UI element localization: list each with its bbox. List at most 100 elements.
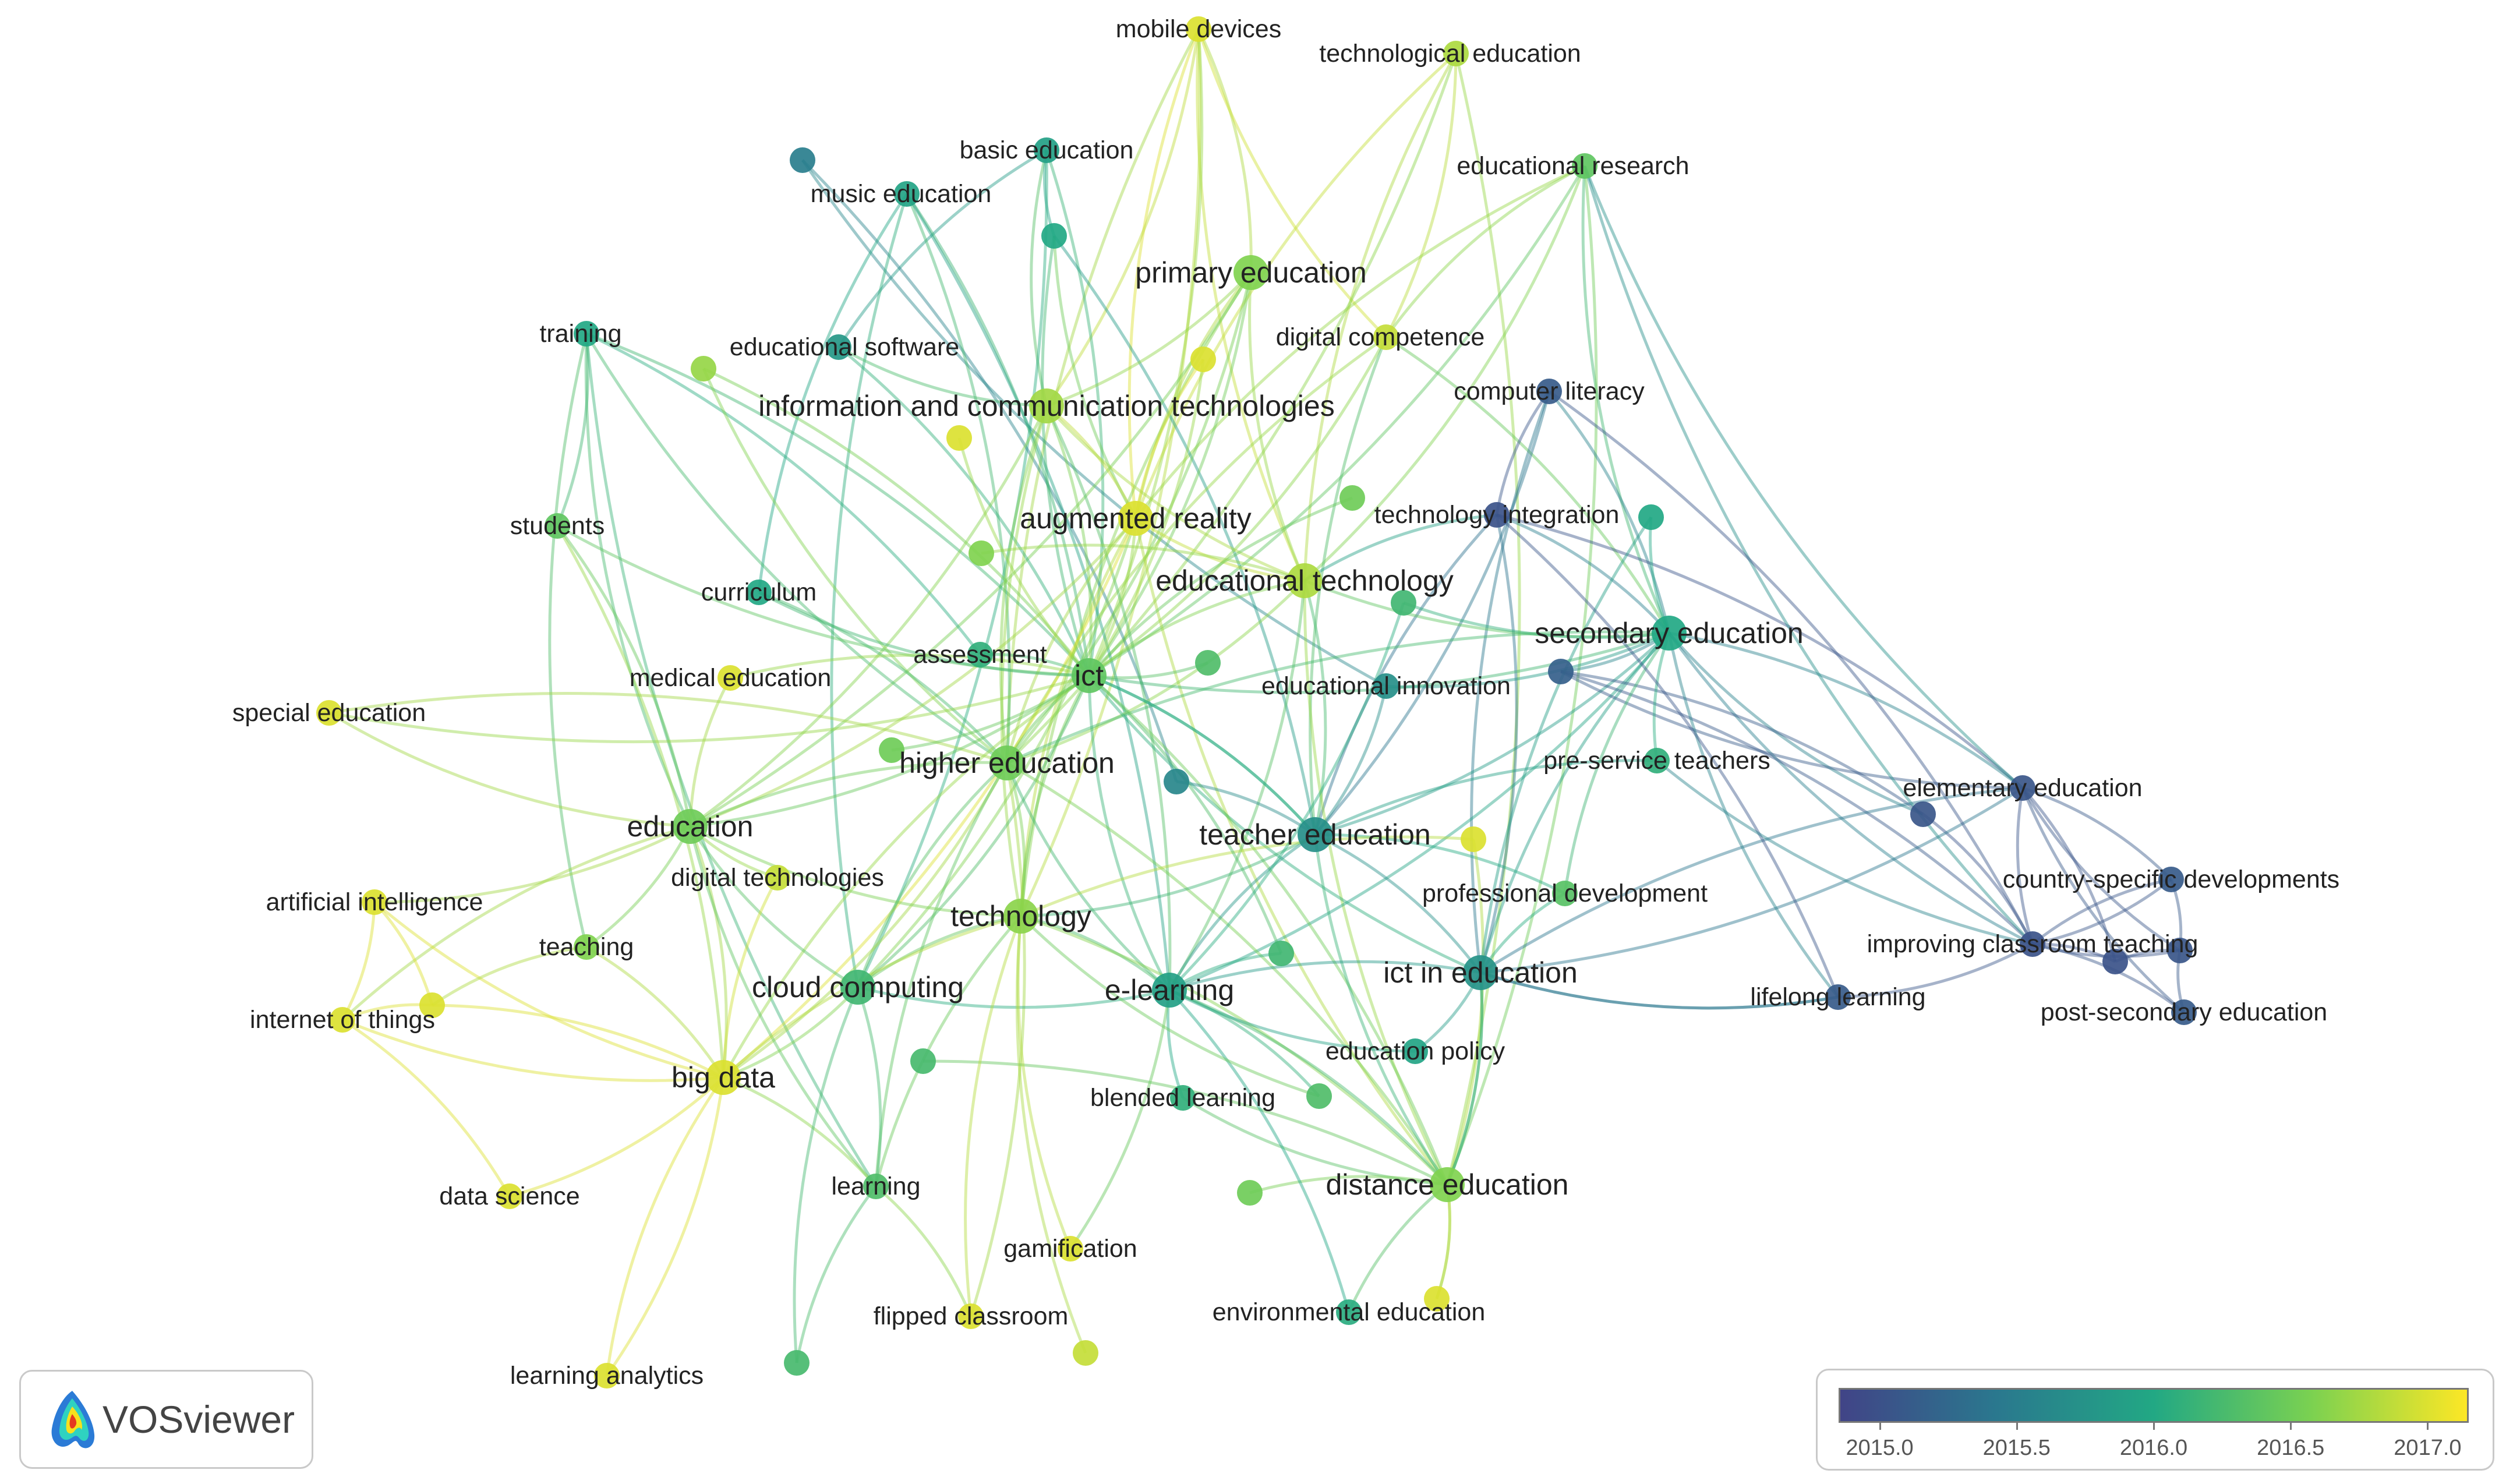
node-special-education[interactable] bbox=[316, 700, 342, 726]
node-primary-education[interactable] bbox=[1233, 255, 1268, 290]
node-unlabeled-6[interactable] bbox=[1041, 223, 1067, 249]
node-label-higher-education[interactable]: higher education bbox=[899, 747, 1115, 779]
node-blended-learning[interactable] bbox=[1170, 1085, 1196, 1111]
node-ict[interactable] bbox=[1072, 658, 1107, 693]
node-label-teacher-education[interactable]: teacher education bbox=[1199, 818, 1431, 851]
node-label-artificial-intelligence[interactable]: artificial intelligence bbox=[266, 888, 483, 916]
node-label-teaching[interactable]: teaching bbox=[539, 933, 634, 961]
node-unlabeled-63[interactable] bbox=[910, 1048, 936, 1074]
node-label-students[interactable]: students bbox=[510, 512, 605, 540]
node-unlabeled-24[interactable] bbox=[1391, 590, 1416, 616]
node-country-specific-developments[interactable] bbox=[2158, 867, 2184, 892]
node-unlabeled-49[interactable] bbox=[2102, 949, 2128, 974]
node-label-educational-research[interactable]: educational research bbox=[1457, 152, 1689, 180]
node-students[interactable] bbox=[545, 513, 570, 539]
node-unlabeled-21[interactable] bbox=[969, 540, 994, 566]
node-unlabeled-41[interactable] bbox=[1461, 826, 1486, 852]
node-label-big-data[interactable]: big data bbox=[671, 1061, 775, 1094]
node-ict-in-education[interactable] bbox=[1463, 955, 1498, 990]
node-post-secondary-education[interactable] bbox=[2171, 999, 2197, 1025]
node-label-medical-education[interactable]: medical education bbox=[630, 664, 832, 692]
node-unlabeled-72[interactable] bbox=[1073, 1340, 1098, 1366]
node-higher-education[interactable] bbox=[989, 745, 1024, 780]
node-distance-education[interactable] bbox=[1430, 1167, 1465, 1202]
node-curriculum[interactable] bbox=[746, 580, 772, 605]
node-label-distance-education[interactable]: distance education bbox=[1326, 1168, 1569, 1201]
node-cloud-computing[interactable] bbox=[840, 970, 875, 1005]
node-label-educational-technology[interactable]: educational technology bbox=[1155, 564, 1454, 597]
node-unlabeled-74[interactable] bbox=[784, 1350, 810, 1376]
node-label-secondary-education[interactable]: secondary education bbox=[1535, 617, 1803, 649]
node-label-information-and-communication-technologies[interactable]: information and communication technologi… bbox=[758, 390, 1334, 422]
node-label-country-specific-developments[interactable]: country-specific developments bbox=[2003, 865, 2339, 893]
node-learning[interactable] bbox=[863, 1174, 889, 1199]
node-label-cloud-computing[interactable]: cloud computing bbox=[752, 971, 964, 1004]
node-pre-service-teachers[interactable] bbox=[1644, 748, 1670, 773]
node-medical-education[interactable] bbox=[717, 665, 743, 691]
node-label-learning[interactable]: learning bbox=[832, 1172, 921, 1200]
node-lifelong-learning[interactable] bbox=[1825, 984, 1851, 1010]
node-label-digital-competence[interactable]: digital competence bbox=[1276, 323, 1485, 351]
node-label-ict[interactable]: ict bbox=[1074, 659, 1104, 692]
node-unlabeled-35[interactable] bbox=[879, 737, 904, 763]
node-flipped-classroom[interactable] bbox=[958, 1303, 984, 1329]
node-label-learning-analytics[interactable]: learning analytics bbox=[510, 1362, 704, 1390]
node-label-augmented-reality[interactable]: augmented reality bbox=[1020, 502, 1251, 535]
node-education-policy[interactable] bbox=[1402, 1038, 1428, 1064]
node-label-data-science[interactable]: data science bbox=[439, 1182, 579, 1210]
node-label-elementary-education[interactable]: elementary education bbox=[1903, 774, 2142, 802]
node-training[interactable] bbox=[574, 321, 599, 347]
node-label-blended-learning[interactable]: blended learning bbox=[1090, 1084, 1275, 1112]
node-label-primary-education[interactable]: primary education bbox=[1135, 256, 1366, 289]
node-label-technology[interactable]: technology bbox=[950, 900, 1091, 932]
node-unlabeled-18[interactable] bbox=[1339, 485, 1365, 511]
node-teacher-education[interactable] bbox=[1298, 817, 1332, 852]
node-unlabeled-3[interactable] bbox=[790, 147, 815, 173]
node-label-training[interactable]: training bbox=[539, 320, 621, 348]
node-unlabeled-53[interactable] bbox=[1268, 941, 1294, 966]
node-technology[interactable] bbox=[1003, 899, 1038, 934]
node-music-education[interactable] bbox=[894, 181, 920, 207]
node-e-learning[interactable] bbox=[1152, 973, 1187, 1008]
node-digital-technologies[interactable] bbox=[765, 865, 790, 891]
node-label-flipped-classroom[interactable]: flipped classroom bbox=[874, 1302, 1069, 1330]
node-unlabeled-66[interactable] bbox=[1237, 1180, 1263, 1206]
node-label-computer-literacy[interactable]: computer literacy bbox=[1454, 377, 1645, 405]
node-gamification[interactable] bbox=[1058, 1236, 1083, 1262]
node-educational-technology[interactable] bbox=[1287, 563, 1322, 598]
node-unlabeled-50[interactable] bbox=[2167, 938, 2193, 963]
node-label-ict-in-education[interactable]: ict in education bbox=[1383, 956, 1578, 989]
node-label-gamification[interactable]: gamification bbox=[1003, 1235, 1137, 1263]
node-professional-development[interactable] bbox=[1552, 881, 1578, 906]
node-internet-of-things[interactable] bbox=[330, 1007, 355, 1033]
node-unlabeled-15[interactable] bbox=[946, 425, 972, 451]
node-basic-education[interactable] bbox=[1034, 137, 1059, 163]
node-mobile-devices[interactable] bbox=[1186, 16, 1211, 42]
node-digital-competence[interactable] bbox=[1373, 324, 1399, 350]
node-label-educational-innovation[interactable]: educational innovation bbox=[1261, 672, 1511, 700]
node-unlabeled-56[interactable] bbox=[419, 992, 445, 1018]
node-label-improving-classroom-teaching[interactable]: improving classroom teaching bbox=[1867, 930, 2199, 958]
vosviewer-logo[interactable]: VOSviewer bbox=[19, 1370, 313, 1469]
node-label-music-education[interactable]: music education bbox=[811, 180, 992, 208]
node-label-basic-education[interactable]: basic education bbox=[960, 136, 1134, 164]
node-label-post-secondary-education[interactable]: post-secondary education bbox=[2041, 998, 2327, 1026]
node-computer-literacy[interactable] bbox=[1536, 379, 1562, 404]
node-data-science[interactable] bbox=[497, 1183, 522, 1209]
node-unlabeled-30[interactable] bbox=[1195, 650, 1221, 676]
node-unlabeled-36[interactable] bbox=[1164, 769, 1189, 794]
node-technology-integration[interactable] bbox=[1484, 502, 1510, 528]
node-label-lifelong-learning[interactable]: lifelong learning bbox=[1750, 983, 1925, 1011]
node-unlabeled-38[interactable] bbox=[1910, 801, 1936, 827]
node-unlabeled-11[interactable] bbox=[1190, 347, 1216, 372]
node-unlabeled-20[interactable] bbox=[1638, 504, 1664, 530]
node-augmented-reality[interactable] bbox=[1118, 501, 1153, 536]
node-unlabeled-10[interactable] bbox=[691, 356, 716, 381]
node-label-professional-development[interactable]: professional development bbox=[1422, 879, 1708, 907]
node-label-technological-education[interactable]: technological education bbox=[1319, 40, 1581, 68]
node-label-e-learning[interactable]: e-learning bbox=[1105, 974, 1234, 1006]
node-improving-classroom-teaching[interactable] bbox=[2020, 931, 2045, 957]
node-label-curriculum[interactable]: curriculum bbox=[701, 578, 817, 606]
node-secondary-education[interactable] bbox=[1652, 616, 1687, 651]
